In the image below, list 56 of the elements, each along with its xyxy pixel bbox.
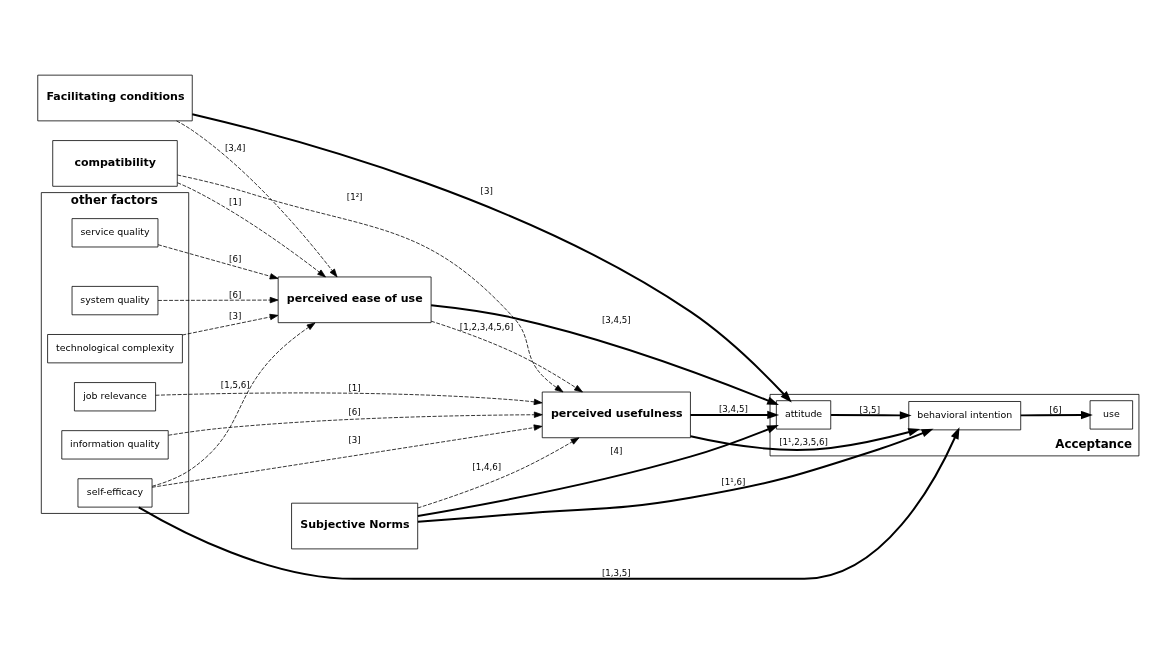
edge-label: [3] bbox=[480, 185, 493, 196]
edge-label: [1²] bbox=[346, 191, 363, 202]
edge-label: [1,5,6] bbox=[220, 379, 250, 390]
arrow bbox=[177, 174, 564, 392]
arrow bbox=[830, 410, 912, 419]
edge-label: [4] bbox=[610, 445, 623, 456]
arrow bbox=[137, 426, 960, 580]
arrow bbox=[151, 322, 316, 487]
node-box: technological complexity bbox=[47, 333, 183, 363]
node-box: perceived ease of use bbox=[277, 276, 432, 323]
edge-label: [1,2,3,4,5,6] bbox=[459, 321, 514, 332]
arrow bbox=[151, 423, 543, 488]
arrow bbox=[155, 392, 543, 405]
node-box: behavioral intention bbox=[908, 400, 1022, 430]
node-box: compatibility bbox=[52, 139, 178, 187]
arrow bbox=[689, 410, 780, 419]
arrow bbox=[157, 243, 279, 279]
arrow bbox=[417, 436, 580, 508]
arrow bbox=[1019, 410, 1093, 419]
arrow bbox=[430, 303, 779, 405]
edge-label: [1] bbox=[348, 382, 361, 393]
edge-label: [6] bbox=[1049, 404, 1062, 415]
edge-label: [3,5] bbox=[859, 404, 881, 415]
node-box: system quality bbox=[71, 285, 159, 315]
arrow bbox=[689, 427, 921, 451]
arrow bbox=[176, 120, 338, 277]
edge-label: [6] bbox=[229, 253, 242, 264]
node-box: Facilitating conditions bbox=[37, 74, 193, 121]
arrow bbox=[416, 424, 779, 517]
edge-label: [1,3,5] bbox=[601, 567, 631, 578]
node-box: attitude bbox=[775, 399, 832, 429]
edge-label: [3,4,5] bbox=[719, 403, 748, 414]
node-box: job relevance bbox=[74, 381, 156, 411]
edge-label: [6] bbox=[229, 289, 242, 300]
arrow bbox=[191, 112, 792, 403]
edge-label: [6] bbox=[348, 406, 361, 417]
edge-label: [1,4,6] bbox=[472, 461, 502, 472]
edge-label: [3,4,5] bbox=[601, 314, 631, 325]
node-box: Subjective Norms bbox=[291, 502, 419, 549]
edge-label: [3,4] bbox=[224, 142, 246, 153]
arrow bbox=[182, 313, 279, 335]
node-box: information quality bbox=[61, 429, 169, 459]
edge-label: [1] bbox=[229, 196, 242, 207]
arrow bbox=[168, 411, 543, 436]
edge-label: [1¹,6] bbox=[721, 476, 746, 487]
arrow bbox=[157, 296, 279, 303]
edge-label: [3] bbox=[229, 310, 242, 321]
arrow bbox=[176, 181, 326, 277]
node-box: service quality bbox=[71, 217, 159, 247]
edge-label: [1¹,2,3,5,6] bbox=[779, 436, 828, 447]
edge-label: [3] bbox=[348, 434, 361, 445]
node-box: perceived usefulness bbox=[541, 391, 691, 438]
arrow bbox=[430, 320, 583, 392]
node-box: use bbox=[1089, 399, 1134, 429]
arrow bbox=[416, 428, 934, 523]
node-box: self-efficacy bbox=[77, 477, 153, 507]
